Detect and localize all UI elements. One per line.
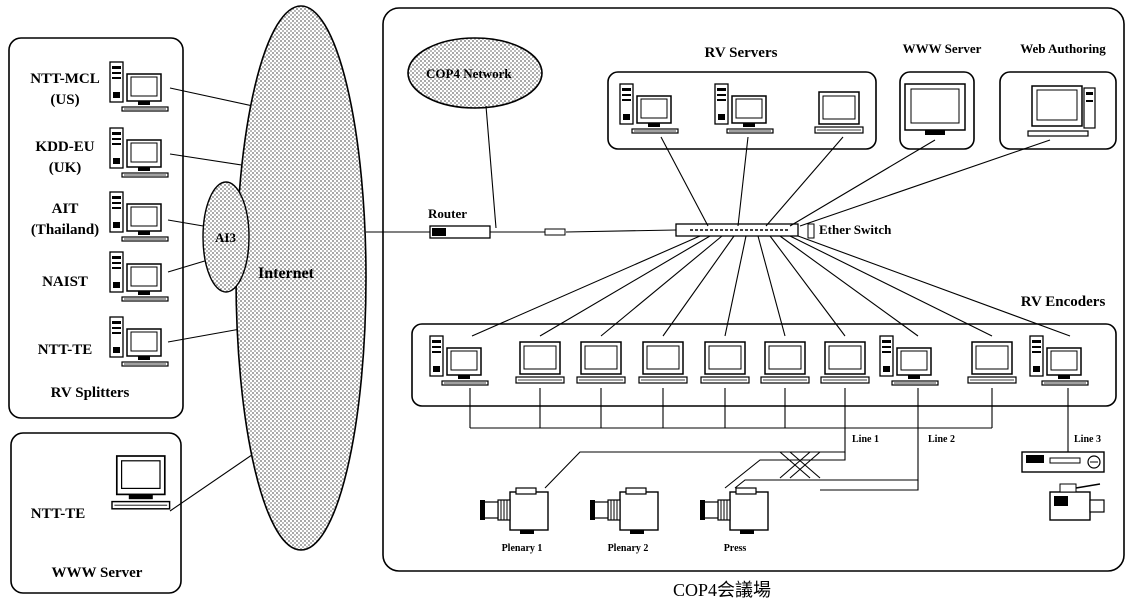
site-label: (UK) [49, 160, 82, 176]
ether-switch-icon [676, 224, 814, 238]
camera-label: Plenary 1 [502, 543, 543, 554]
site-label: AIT [52, 201, 79, 217]
www-server-label: WWW Server [903, 41, 982, 56]
www-left-caption: WWW Server [52, 565, 143, 581]
encoder-laptop-icon [577, 342, 625, 383]
site-label: KDD-EU [35, 139, 94, 155]
camera-label: Press [724, 543, 747, 554]
laptop-icon [815, 92, 863, 133]
ether-switch-label: Ether Switch [819, 222, 892, 237]
line-1-label: Line 1 [852, 434, 879, 445]
ai3-label: AI3 [215, 230, 236, 245]
cop4-network-label: COP4 Network [426, 66, 512, 81]
encoder-laptop-icon [701, 342, 749, 383]
encoder-laptop-icon [639, 342, 687, 383]
vcr-icon [1022, 452, 1104, 472]
line-2-label: Line 2 [928, 434, 955, 445]
camera-label: Plenary 2 [608, 543, 649, 554]
computer-icon [905, 84, 965, 135]
www-left-name: NTT-TE [31, 506, 85, 522]
encoder-laptop-icon [968, 342, 1016, 383]
site-label: (Thailand) [31, 222, 99, 238]
site-label: (US) [50, 92, 79, 108]
rv-servers-label: RV Servers [705, 45, 778, 61]
rv-splitters-caption: RV Splitters [51, 385, 130, 401]
encoder-laptop-icon [821, 342, 869, 383]
encoder-laptop-icon [761, 342, 809, 383]
computer-icon [112, 456, 170, 509]
site-label: NTT-TE [38, 342, 92, 358]
venue-caption: COP4会議場 [673, 580, 771, 600]
link-www-left [170, 446, 265, 511]
internet-label: Internet [258, 265, 315, 282]
router-label: Router [428, 206, 467, 221]
web-authoring-label: Web Authoring [1020, 41, 1106, 56]
rv-encoders-label: RV Encoders [1021, 294, 1106, 310]
line-3-label: Line 3 [1074, 434, 1101, 445]
encoder-laptop-icon [516, 342, 564, 383]
site-label: NAIST [42, 274, 88, 290]
site-label: NTT-MCL [30, 71, 99, 87]
